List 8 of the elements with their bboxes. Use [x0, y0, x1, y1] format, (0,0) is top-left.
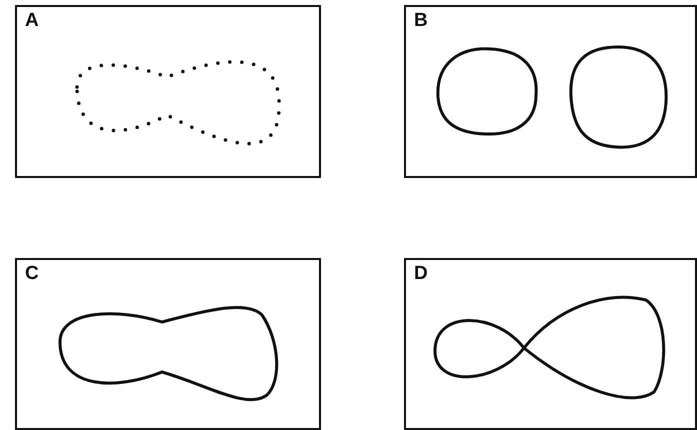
panel	[404, 258, 697, 430]
panel	[15, 5, 321, 178]
panel-letter: C	[25, 264, 39, 283]
panel-letter: B	[414, 11, 428, 30]
panel-letter: A	[25, 11, 39, 30]
panel-letter: D	[414, 264, 428, 283]
panel	[404, 5, 697, 178]
panel	[15, 258, 321, 430]
